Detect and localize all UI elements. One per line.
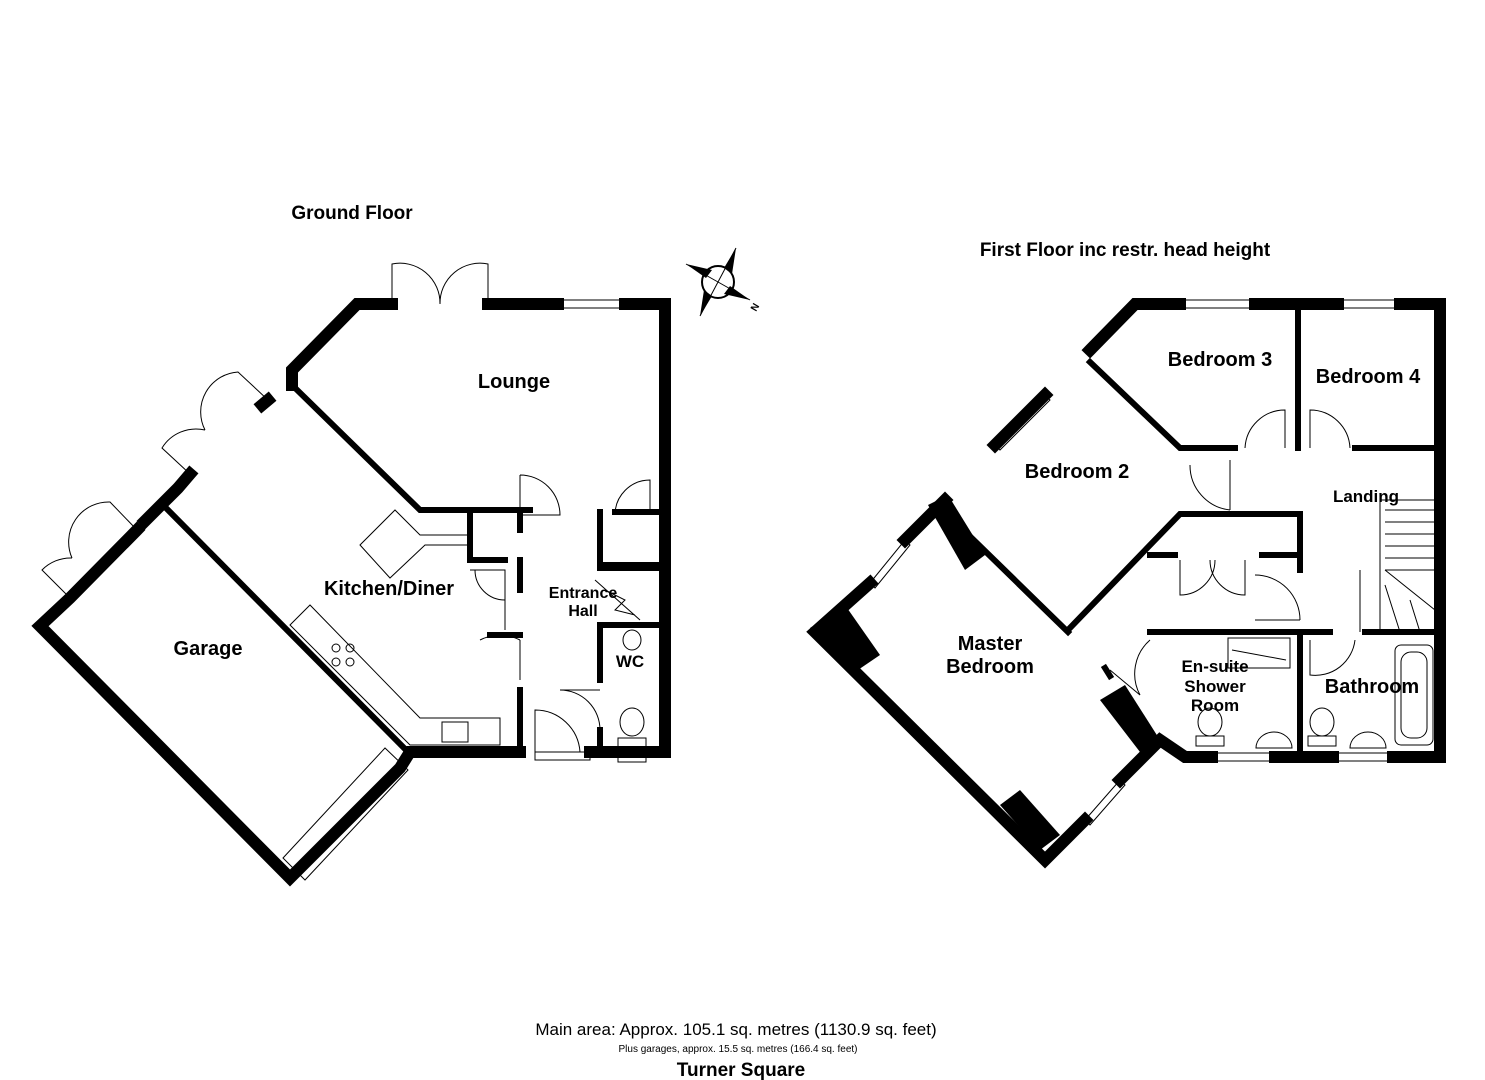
room-label-garage: Garage <box>174 638 243 660</box>
wc-toilet <box>619 707 645 737</box>
bathroom-toilet <box>1309 707 1335 737</box>
front-door <box>534 709 591 761</box>
kitchen-peninsula <box>359 509 471 579</box>
store-door <box>614 479 651 516</box>
kitchen-hall-door <box>479 634 521 680</box>
bedroom3-door <box>1244 409 1286 449</box>
ensuite-window <box>1211 752 1276 762</box>
room-label-bedroom2: Bedroom 2 <box>1025 461 1129 483</box>
staircase <box>1359 499 1436 633</box>
lounge-diagonal-wall <box>287 380 533 513</box>
bedroom2-door <box>1189 460 1231 511</box>
bedroom2-wall <box>940 507 1303 637</box>
kitchen-french-doors <box>161 371 269 475</box>
first-floor-plan <box>806 298 1446 869</box>
master-door <box>1109 639 1151 696</box>
hall-wall <box>467 509 663 755</box>
chimney-breast <box>810 605 880 672</box>
bathroom-cistern <box>1307 735 1337 747</box>
bedroom3-window <box>1179 299 1256 309</box>
chimney-breast <box>1000 790 1060 850</box>
ground-floor-title: Ground Floor <box>291 203 413 224</box>
stair-arrow <box>594 579 641 621</box>
ground-outer-wall <box>31 298 671 887</box>
hob-ring <box>331 643 341 653</box>
room-label-ensuite-2: Shower <box>1184 677 1246 696</box>
chimney-breast <box>928 495 985 570</box>
cupboard-door <box>470 569 506 630</box>
compass-north-label: N <box>749 302 762 314</box>
bath-inner <box>1400 651 1428 739</box>
wc-basin <box>622 629 642 651</box>
room-label-lounge: Lounge <box>478 371 550 393</box>
hall-door <box>519 474 561 516</box>
room-label-master-1: Master <box>958 633 1023 655</box>
ensuite-basin <box>1255 731 1293 749</box>
kitchen-window <box>431 747 498 757</box>
room-label-hall: Hall <box>568 603 597 620</box>
ground-floor-plan <box>31 262 671 887</box>
compass-icon: N <box>685 247 762 317</box>
footer-garage-area: Plus garages, approx. 15.5 sq. metres (1… <box>618 1044 857 1055</box>
bedroom4-window <box>1337 299 1401 309</box>
ensuite-door <box>1254 574 1301 621</box>
master-window <box>869 539 911 589</box>
master-window-2 <box>1084 779 1126 826</box>
kitchen-worktop <box>289 604 501 746</box>
room-label-bathroom: Bathroom <box>1325 676 1419 698</box>
bathroom-window <box>1332 752 1394 762</box>
room-label-master-2: Bedroom <box>946 656 1034 678</box>
hob-ring <box>331 657 341 667</box>
hob-ring <box>345 657 355 667</box>
ensuite-cistern <box>1195 735 1225 747</box>
room-label-bedroom4: Bedroom 4 <box>1316 366 1421 388</box>
garage-wall <box>163 505 413 757</box>
bedroom4-door <box>1309 409 1351 449</box>
room-label-bedroom3: Bedroom 3 <box>1168 349 1272 371</box>
master-wall-stub <box>1100 663 1115 681</box>
first-floor-title: First Floor inc restr. head height <box>980 240 1271 261</box>
lounge-window <box>557 299 626 309</box>
chimney-breast <box>1100 685 1160 752</box>
wc-cistern <box>617 737 647 749</box>
kitchen-sink <box>441 721 469 743</box>
room-label-entrance: Entrance <box>549 585 618 602</box>
wardrobe-doors <box>1179 559 1246 596</box>
footer-property-name: Turner Square <box>677 1060 805 1080</box>
garage-door <box>282 747 409 881</box>
shower-tray-lines <box>1231 649 1287 661</box>
room-label-landing: Landing <box>1333 487 1399 506</box>
wc-window <box>617 753 647 763</box>
garage-french-doors <box>41 501 138 599</box>
room-label-ensuite-1: En-suite <box>1181 657 1248 676</box>
hob-ring <box>345 643 355 653</box>
bedroom3-wall <box>1085 307 1438 451</box>
shower-tray <box>1227 637 1291 669</box>
bedroom2-window <box>994 394 1051 451</box>
room-label-kitchen: Kitchen/Diner <box>324 578 454 600</box>
bathroom-basin <box>1349 731 1387 749</box>
wc-door <box>559 689 601 731</box>
footer-main-area: Main area: Approx. 105.1 sq. metres (113… <box>535 1020 936 1039</box>
lounge-french-doors <box>391 262 489 305</box>
room-label-wc: WC <box>616 652 644 671</box>
bathroom-door <box>1309 639 1356 676</box>
room-label-ensuite-3: Room <box>1191 696 1239 715</box>
bath <box>1394 644 1434 746</box>
